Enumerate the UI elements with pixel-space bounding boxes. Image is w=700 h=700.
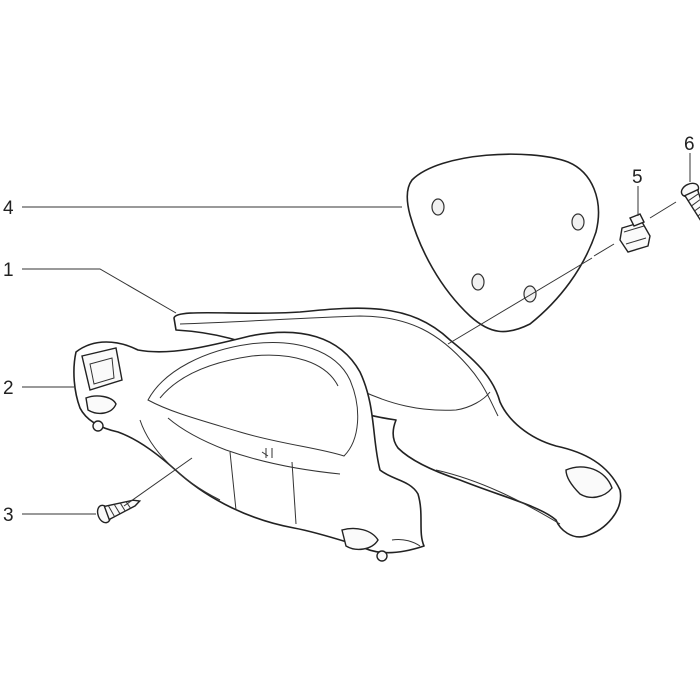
callout-5: 5	[632, 167, 643, 188]
callout-labels: 1 2 3 4 5 6	[3, 134, 695, 526]
front-handlebar-cover-part	[73, 331, 425, 562]
callout-2: 2	[3, 378, 14, 399]
callout-4: 4	[3, 198, 14, 219]
screw-part	[96, 499, 142, 524]
screw-part	[680, 182, 700, 228]
callout-1: 1	[3, 260, 14, 281]
mounting-hole	[523, 285, 537, 303]
mounting-hole	[471, 273, 485, 291]
cover-plate-part	[406, 153, 600, 333]
leader-lines	[22, 153, 691, 515]
callout-3: 3	[3, 505, 14, 526]
callout-6: 6	[684, 134, 695, 155]
clip-nut-part	[619, 213, 651, 253]
mounting-hole	[571, 213, 585, 231]
mounting-hole	[431, 198, 445, 216]
